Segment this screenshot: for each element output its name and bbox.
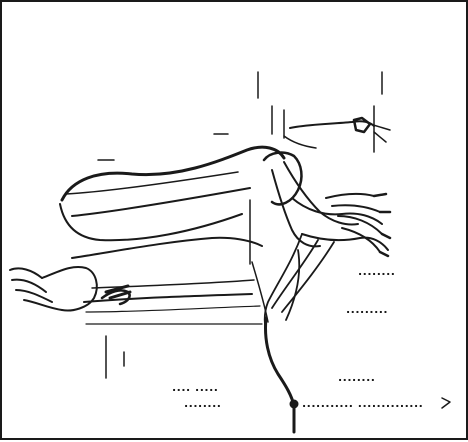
forearm-inner-line-2 [86, 306, 260, 312]
diagram-label-4-line2: ........ [184, 398, 221, 410]
vertical-guide-right [374, 72, 382, 152]
main-descending-nerve [266, 318, 295, 432]
nerve-trunk-1 [265, 234, 302, 332]
center-connector [284, 136, 316, 148]
vertical-guide-top [258, 72, 284, 138]
diagram-label-1: ........ [358, 266, 395, 278]
top-right-branch [370, 124, 390, 142]
plexus-roots [326, 194, 382, 252]
upper-limb-outline-bottom [72, 188, 250, 216]
nerve-trunk-3 [282, 242, 334, 312]
nerve-endpoint-node [290, 400, 298, 408]
hand-fingers [10, 268, 62, 310]
hand-palm [42, 267, 97, 311]
forearm-inner-line [92, 280, 254, 288]
plexus-loop [264, 153, 301, 205]
diagram-label-4-line1: .... ..... [172, 382, 218, 394]
diagram-label-2: ......... [346, 304, 388, 316]
plexus-cord-3 [292, 198, 382, 224]
top-right-connector [290, 121, 374, 128]
diagram-label-5: ........... .............. [302, 398, 423, 410]
tab-marks [98, 134, 228, 160]
vertical-guide-small [106, 336, 124, 378]
plexus-cord-4 [302, 234, 388, 250]
diagram-label-3: ........ [338, 372, 375, 384]
top-right-node [354, 118, 370, 132]
nerve-trunk-5 [252, 262, 268, 322]
bottom-right-tick [442, 398, 450, 408]
upper-limb-outline-inner [60, 204, 242, 240]
